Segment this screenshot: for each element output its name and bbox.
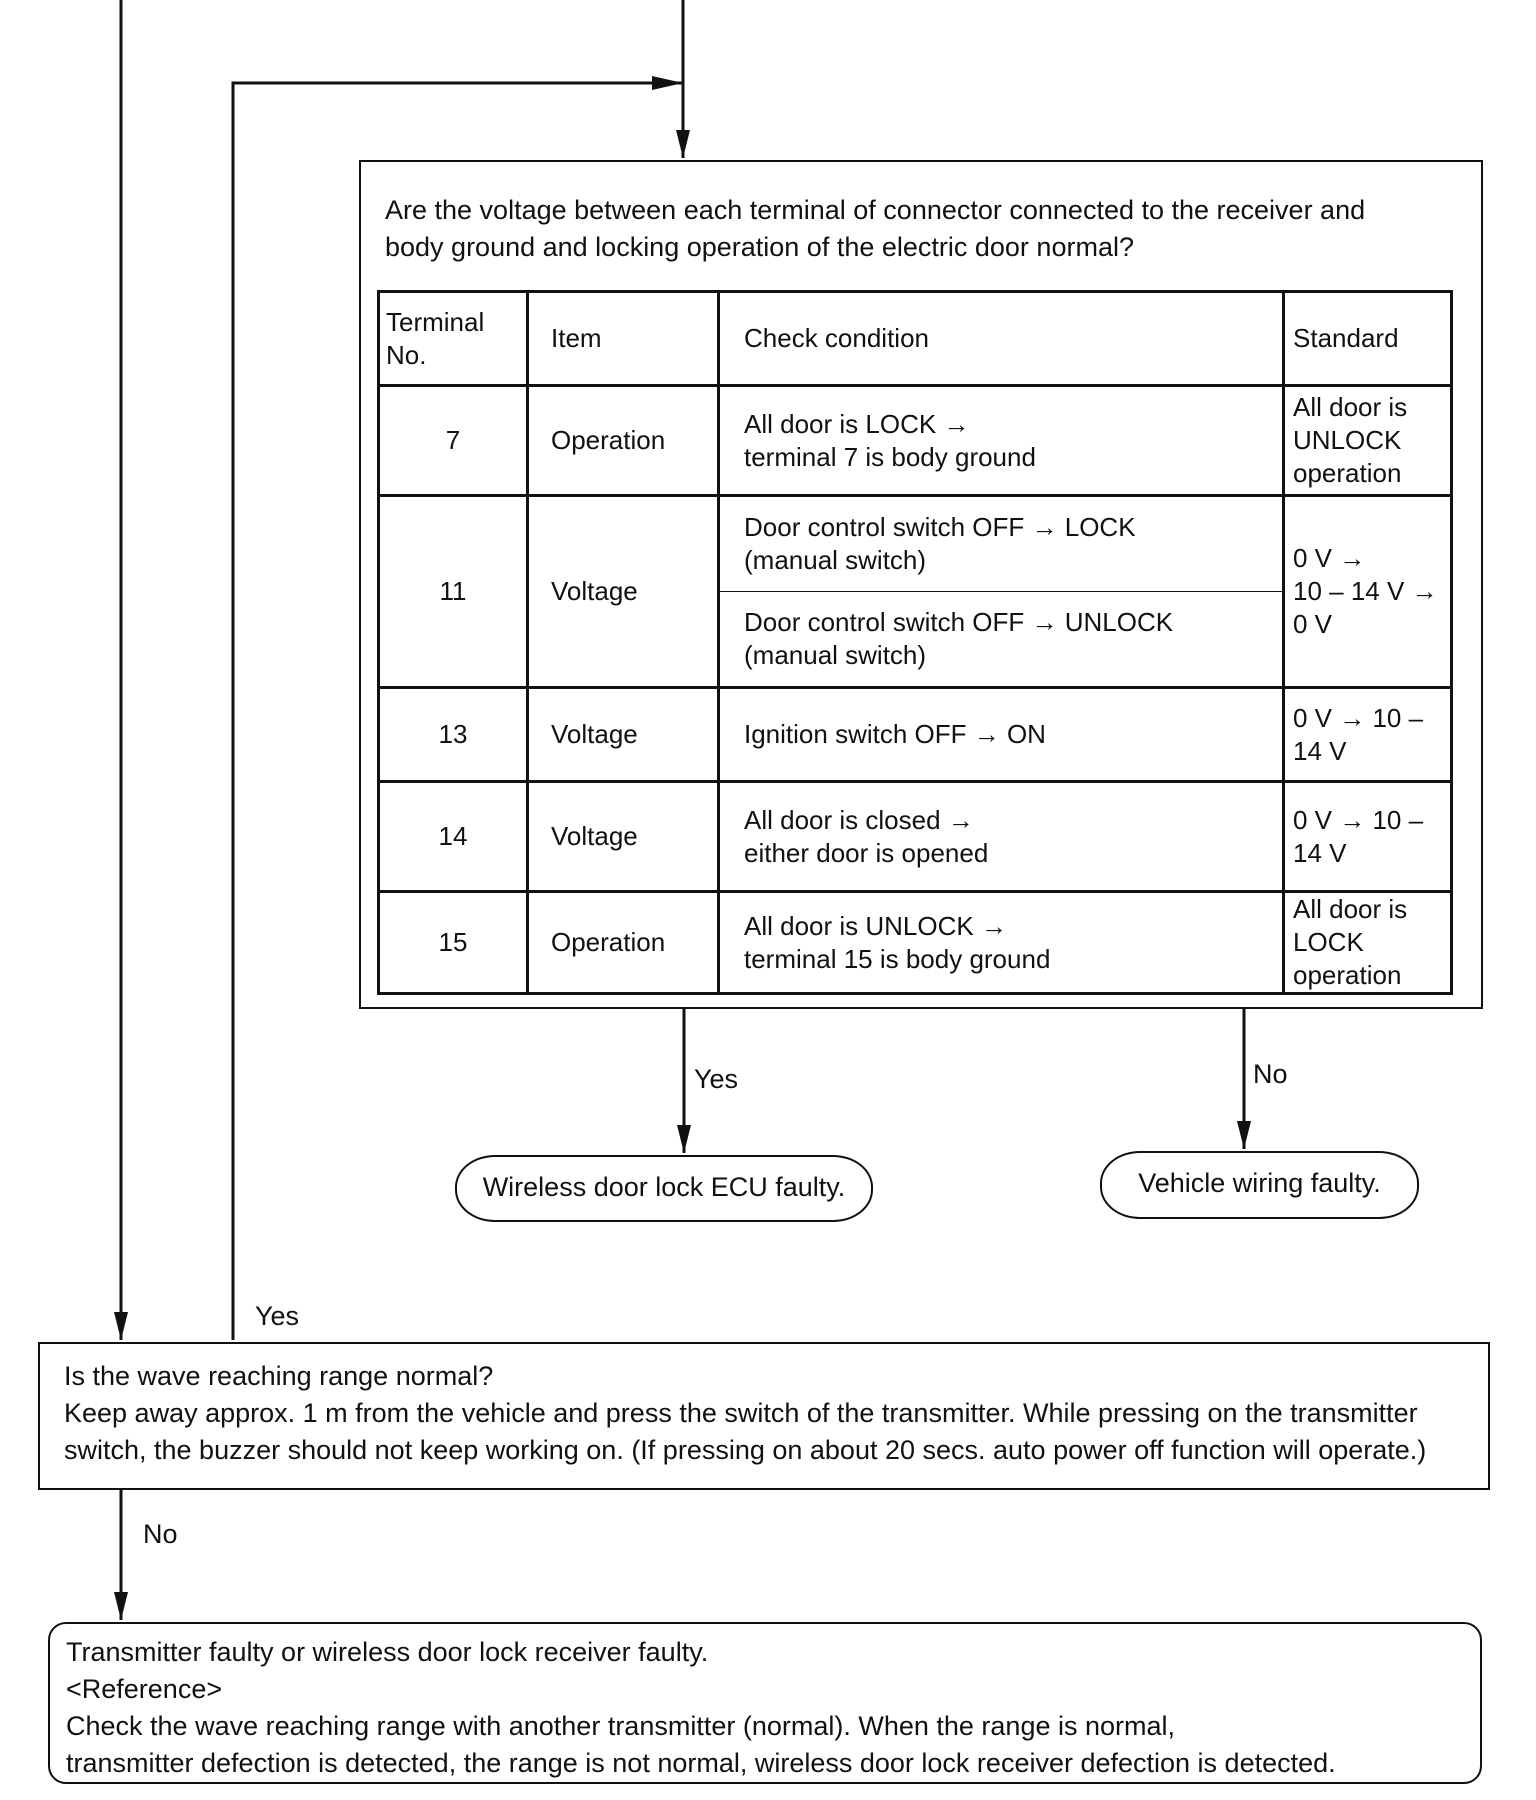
standard-cell: 0 V → 10 – 14 V → 0 V <box>1282 494 1453 689</box>
item-cell: Voltage <box>526 494 720 689</box>
standard-cell: All door is LOCK operation <box>1282 890 1453 995</box>
yes-branch-label: Yes <box>694 1064 739 1094</box>
wave-range-check-text: Is the wave reaching range normal? Keep … <box>64 1361 1427 1465</box>
terminal-cell: 11 <box>377 494 529 689</box>
terminal-cell: 7 <box>377 384 529 497</box>
condition-cell: Ignition switch OFF → ON <box>717 686 1285 783</box>
standard-cell: All door is UNLOCK operation <box>1282 384 1453 497</box>
transmitter-faulty-box: Transmitter faulty or wireless door lock… <box>48 1622 1482 1784</box>
no-branch-label: No <box>1253 1059 1288 1089</box>
item-cell: Voltage <box>526 780 720 893</box>
ecu-faulty-terminal: Wireless door lock ECU faulty. <box>455 1155 873 1222</box>
table-header-row: Terminal No. Item Check condition Standa… <box>377 290 1453 387</box>
transmitter-faulty-text: Transmitter faulty or wireless door lock… <box>66 1637 1336 1778</box>
yes-branch-arrowhead <box>677 1125 691 1153</box>
wiring-faulty-terminal: Vehicle wiring faulty. <box>1100 1151 1419 1219</box>
terminal-cell: 14 <box>377 780 529 893</box>
wave-yes-label: Yes <box>255 1301 300 1331</box>
table-row: 13 Voltage Ignition switch OFF → ON 0 V … <box>377 686 1453 783</box>
yes-loop-arrowhead <box>652 76 683 90</box>
no-branch-arrowhead <box>1237 1121 1251 1149</box>
header-item: Item <box>526 290 720 387</box>
standard-cell: 0 V → 10 – 14 V <box>1282 686 1453 783</box>
condition-cell: Door control switch OFF → LOCK (manual s… <box>717 494 1285 592</box>
voltage-check-question: Are the voltage between each terminal of… <box>385 195 1366 262</box>
yes-loop-line <box>231 81 683 1340</box>
wave-range-check-box: Is the wave reaching range normal? Keep … <box>38 1342 1490 1490</box>
item-cell: Operation <box>526 890 720 995</box>
item-cell: Operation <box>526 384 720 497</box>
terminal-cell: 13 <box>377 686 529 783</box>
header-check-condition: Check condition <box>717 290 1285 387</box>
terminal-cell: 15 <box>377 890 529 995</box>
wave-no-label: No <box>143 1519 178 1549</box>
no-final-arrowhead <box>114 1592 128 1620</box>
item-cell: Voltage <box>526 686 720 783</box>
table-row: 11 Voltage Door control switch OFF → LOC… <box>377 494 1453 689</box>
condition-cell: All door is UNLOCK → terminal 15 is body… <box>717 890 1285 995</box>
header-standard: Standard <box>1282 290 1453 387</box>
voltage-check-box: Are the voltage between each terminal of… <box>359 160 1483 1009</box>
table-row: Door control switch OFF → UNLOCK (manual… <box>379 591 1452 689</box>
table-row: 7 Operation All door is LOCK → terminal … <box>377 384 1453 497</box>
condition-cell: Door control switch OFF → UNLOCK (manual… <box>717 591 1285 689</box>
condition-cell: All door is closed → either door is open… <box>717 780 1285 893</box>
condition-cell: All door is LOCK → terminal 7 is body gr… <box>717 384 1285 497</box>
terminal-spec-table: Terminal No. Item Check condition Standa… <box>377 290 1453 995</box>
table-row: 15 Operation All door is UNLOCK → termin… <box>377 890 1453 995</box>
table-row: 14 Voltage All door is closed → either d… <box>377 780 1453 893</box>
top-flow-arrowhead <box>676 130 690 158</box>
header-terminal-no: Terminal No. <box>377 290 529 387</box>
left-flow-arrowhead <box>114 1312 128 1340</box>
standard-cell: 0 V → 10 – 14 V <box>1282 780 1453 893</box>
